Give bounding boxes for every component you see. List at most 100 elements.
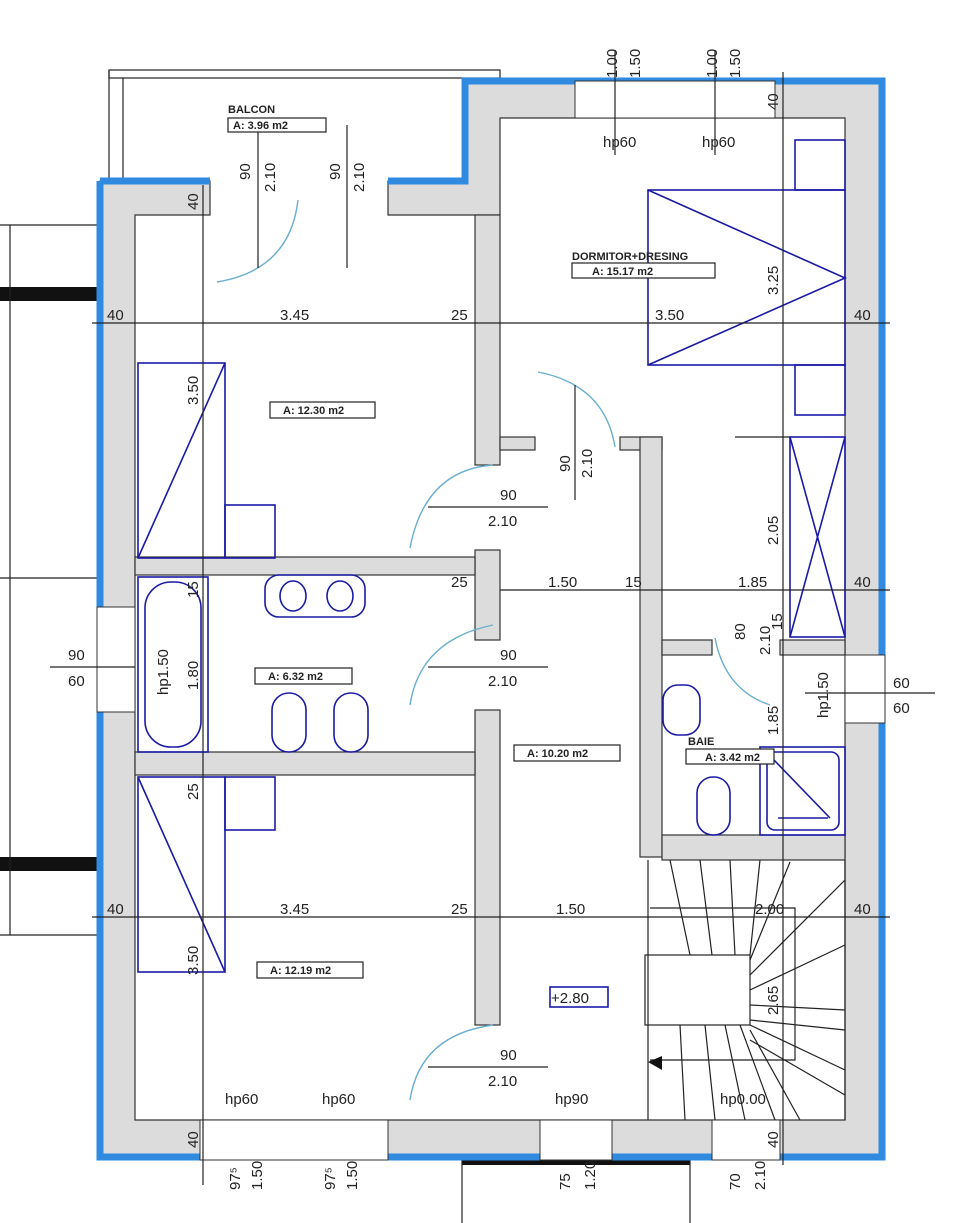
dimension-label: 1.50 (556, 901, 585, 918)
room-name-balcon: BALCON (228, 104, 275, 116)
dimension-label: 3.45 (280, 901, 309, 918)
dimension-label: 90 (237, 163, 254, 180)
dimension-label: 40 (185, 193, 202, 210)
dimension-label: 1.00 (704, 49, 721, 78)
dimension-label: 1.20 (582, 1161, 599, 1190)
room-area-baie: A: 3.42 m2 (705, 752, 760, 764)
dimension-label: 40 (765, 1131, 782, 1148)
dimension-label: 15 (625, 574, 642, 591)
dimension-label: 60 (68, 673, 85, 690)
dimension-label: 2.10 (752, 1161, 769, 1190)
dimension-label: 2.10 (488, 1073, 517, 1090)
dimension-label: 90 (500, 1047, 517, 1064)
room-area-balcon: A: 3.96 m2 (233, 120, 288, 132)
dimension-lines (50, 50, 935, 1185)
dimension-label: hp60 (322, 1091, 355, 1108)
dimension-label: 25 (451, 307, 468, 324)
bed (137, 362, 226, 559)
dimension-label: 3.50 (185, 376, 202, 405)
dimension-label: 1.50 (548, 574, 577, 591)
dimension-label: 90 (327, 163, 344, 180)
room-area-bedroom-1: A: 12.30 m2 (283, 405, 344, 417)
stair-direction-arrow (648, 1056, 662, 1070)
bathtub (137, 576, 209, 753)
dimension-label: 40 (854, 901, 871, 918)
dimension-row-middle: 25 1.50 15 1.85 40 (451, 574, 871, 591)
dimension-label: 15 (769, 613, 786, 630)
room-area-bedroom-2: A: 12.19 m2 (270, 965, 331, 977)
neighbor-structure (0, 224, 691, 1223)
dimension-label: 2.00 (755, 901, 784, 918)
dimension-label: 75 (557, 1173, 574, 1190)
dimension-label: 25 (451, 901, 468, 918)
dimension-label: hp60 (603, 134, 636, 151)
dimension-label: hp0.00 (720, 1091, 766, 1108)
dimension-label: hp1.50 (155, 649, 172, 695)
dimension-label: 70 (727, 1173, 744, 1190)
dimension-label: 2.10 (488, 513, 517, 530)
dimension-label: 40 (107, 901, 124, 918)
bidet (333, 692, 369, 753)
dimension-label: 1.50 (627, 49, 644, 78)
toilet (696, 776, 731, 836)
dimension-label: 15 (185, 581, 202, 598)
room-area-dormitor: A: 15.17 m2 (592, 266, 653, 278)
dimension-label: hp1.50 (815, 672, 832, 718)
dimension-label: 25 (185, 783, 202, 800)
dimension-label: 3.25 (765, 266, 782, 295)
shower (759, 746, 846, 836)
dimension-label: 1.50 (344, 1161, 361, 1190)
balcony-railing (108, 69, 501, 178)
dimension-label: 60 (893, 700, 910, 717)
dimension-label: 1.50 (727, 49, 744, 78)
room-area-bathroom: A: 6.32 m2 (268, 671, 323, 683)
bed (137, 776, 226, 973)
dimension-label: 97⁵ (227, 1167, 244, 1190)
toilet (271, 692, 307, 753)
dimension-label: 40 (854, 574, 871, 591)
walls (96, 77, 886, 1161)
dimension-label: 25 (451, 574, 468, 591)
dimension-labels: 90 2.10 90 2.10 40 1.00 1.50 1.00 1.50 4… (68, 49, 910, 1190)
dimension-label: 80 (732, 623, 749, 640)
dimension-label: 2.10 (262, 163, 279, 192)
dimension-label: 90 (68, 647, 85, 664)
dimension-row-top: 40 3.45 25 3.50 40 (107, 307, 871, 324)
dimension-row-bottom: 40 3.45 25 1.50 2.00 40 (107, 901, 871, 918)
dimension-label: 2.05 (765, 516, 782, 545)
dimension-label: 2.10 (488, 673, 517, 690)
dimension-label: 40 (765, 93, 782, 110)
dimension-label: hp60 (225, 1091, 258, 1108)
dimension-label: 2.10 (351, 163, 368, 192)
furniture (137, 139, 847, 973)
dimension-label: 97⁵ (322, 1167, 339, 1190)
dimension-label: 2.10 (579, 449, 596, 478)
dimension-label: 40 (854, 307, 871, 324)
dimension-label: 1.50 (249, 1161, 266, 1190)
dimension-label: 3.45 (280, 307, 309, 324)
double-sink (264, 574, 366, 618)
dimension-label: 90 (557, 455, 574, 472)
dimension-label: 1.85 (765, 706, 782, 735)
room-name-dormitor: DORMITOR+DRESING (572, 251, 688, 263)
dimension-label: hp90 (555, 1091, 588, 1108)
room-area-hall: A: 10.20 m2 (527, 748, 588, 760)
dimension-label: 60 (893, 675, 910, 692)
staircase (644, 859, 846, 1121)
dimension-label: hp60 (702, 134, 735, 151)
dimension-label: 90 (500, 487, 517, 504)
dimension-label: 1.85 (738, 574, 767, 591)
dimension-label: 1.80 (185, 661, 202, 690)
dimension-label: 3.50 (655, 307, 684, 324)
level-marker: +2.80 (551, 990, 589, 1007)
dimension-label: 40 (185, 1131, 202, 1148)
dimension-label: 2.10 (757, 626, 774, 655)
room-name-baie: BAIE (688, 736, 714, 748)
sink (662, 684, 701, 736)
dimension-label: 90 (500, 647, 517, 664)
doors (216, 199, 771, 1101)
wardrobe (789, 436, 846, 638)
dimension-label: 1.00 (604, 49, 621, 78)
dimension-label: 40 (107, 307, 124, 324)
